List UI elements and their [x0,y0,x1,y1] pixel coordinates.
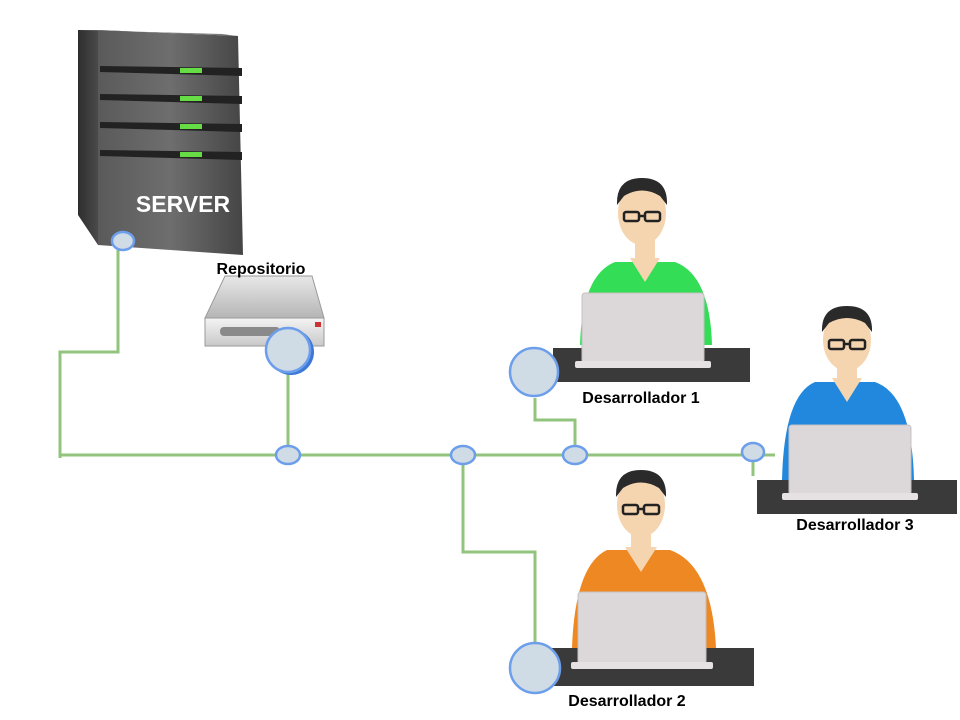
developer-1-link [533,398,577,455]
network-node-icon [508,641,562,695]
developer-2-link [461,455,537,648]
network-node-icon [449,444,477,466]
network-node-icon [508,346,560,398]
server-label: SERVER [136,191,231,217]
network-node-icon [740,441,766,463]
laptop-icon [575,292,711,368]
server-icon: SERVER [78,30,243,255]
developer-1-label: Desarrollador 1 [582,390,699,407]
network-nodes [110,230,766,695]
developer-1 [553,178,750,382]
server-link [58,245,120,458]
developer-3 [757,306,957,514]
laptop-icon [571,591,713,669]
server-status-leds [180,68,202,157]
network-node-icon [274,444,302,466]
developer-3-label: Desarrollador 3 [796,517,913,534]
network-node-icon [561,444,589,466]
developer-2 [547,470,754,686]
repository-label: Repositorio [217,261,306,278]
laptop-icon [782,424,918,500]
network-node-icon [264,326,312,374]
network-node-icon [110,230,136,252]
developer-2-label: Desarrollador 2 [568,693,685,710]
